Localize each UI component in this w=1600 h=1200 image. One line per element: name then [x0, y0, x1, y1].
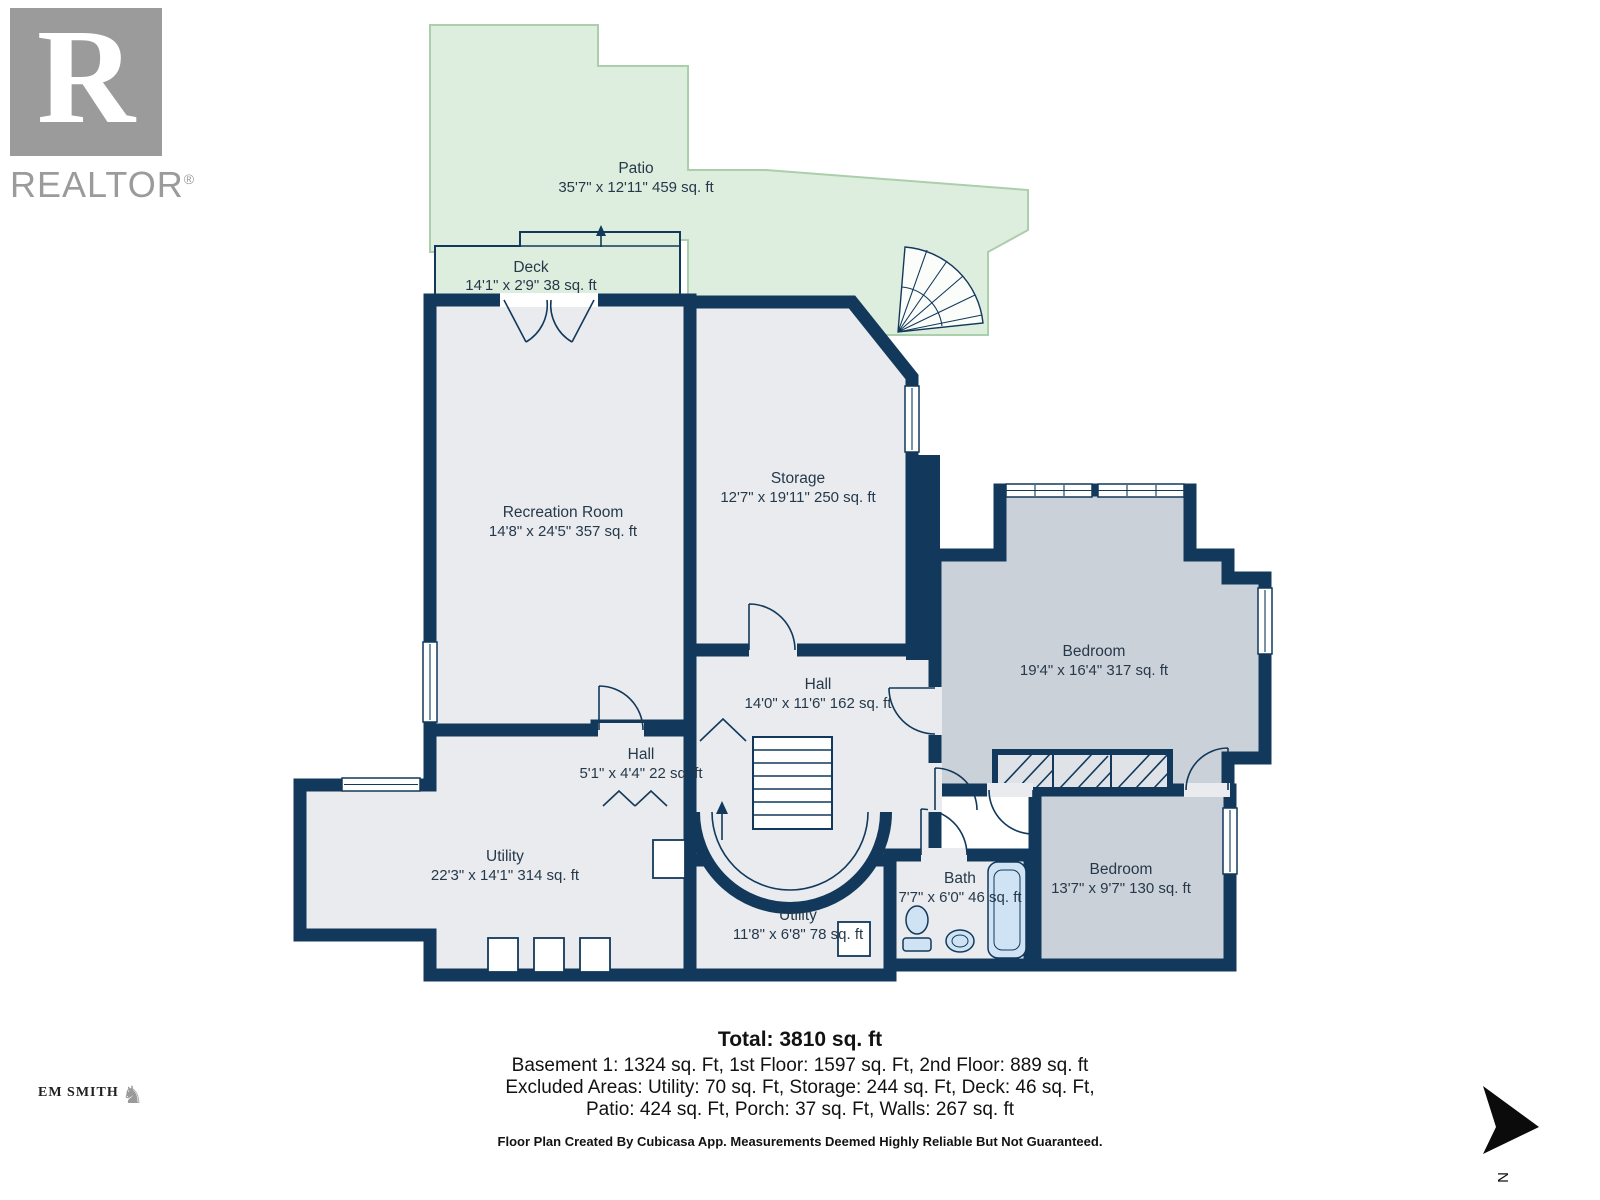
appliance-icon — [837, 921, 871, 957]
door-bedroom-small — [987, 783, 1034, 835]
stair-treads — [753, 749, 832, 816]
spiral-staircase-icon — [897, 246, 984, 333]
sink-icon — [945, 929, 975, 953]
window-utility-left — [341, 777, 421, 792]
water-heater-icon — [652, 839, 686, 879]
agent-logo: EM SMITH ♞ — [38, 1082, 144, 1107]
window-recreation-left — [422, 641, 438, 723]
staircase — [688, 736, 892, 914]
door-bedroom-main-corner — [1184, 747, 1230, 797]
door-storage — [748, 603, 797, 657]
summary-disclaimer: Floor Plan Created By Cubicasa App. Meas… — [497, 1134, 1103, 1149]
window-storage-right — [904, 385, 920, 453]
north-arrow-icon: N — [1483, 1086, 1539, 1183]
closet-doors-hall — [699, 717, 747, 742]
room-label-bath-name: Bath — [944, 870, 976, 887]
realtor-logo-letter: R — [36, 2, 136, 152]
window-bedroom-small-right — [1222, 807, 1238, 875]
room-label-hall-main-dims: 14'0" x 11'6" 162 sq. ft — [744, 695, 892, 712]
realtor-logo: R REALTOR® — [10, 8, 195, 206]
realtor-word-text: REALTOR — [10, 164, 184, 205]
room-label-bedroom-main-name: Bedroom — [1063, 643, 1126, 660]
room-bedroom-main-shape — [928, 483, 1272, 797]
window-bedroom-bay-right — [1097, 483, 1185, 498]
closet-doors-small-hall — [600, 789, 670, 813]
wall-filler — [906, 455, 940, 660]
deck-area — [434, 225, 681, 301]
room-label-hall-small-dims: 5'1" x 4'4" 22 sq. ft — [579, 765, 703, 782]
appliance-icon — [533, 937, 565, 973]
room-label-bedroom-small-dims: 13'7" x 9'7" 130 sq. ft — [1051, 880, 1192, 897]
summary-excluded-2: Patio: 424 sq. Ft, Porch: 37 sq. Ft, Wal… — [585, 1099, 1015, 1120]
room-label-utility-small-dims: 11'8" x 6'8" 78 sq. ft — [733, 926, 864, 943]
room-label-bath-dims: 7'7" x 6'0" 46 sq. ft — [898, 889, 1022, 906]
appliance-icon — [579, 937, 611, 973]
stair-run — [752, 736, 833, 830]
realtor-logo-box: R — [10, 8, 162, 156]
french-door-deck — [500, 293, 598, 343]
room-label-recreation-name: Recreation Room — [503, 504, 624, 521]
room-label-patio-name: Patio — [618, 160, 653, 177]
room-label-utility-main-name: Utility — [486, 848, 524, 865]
room-label-deck-name: Deck — [513, 259, 549, 276]
room-label-storage-dims: 12'7" x 19'11" 250 sq. ft — [720, 489, 876, 506]
room-label-patio-dims: 35'7" x 12'11" 459 sq. ft — [558, 179, 714, 196]
door-hall-corridor — [928, 763, 978, 812]
room-label-utility-main-dims: 22'3" x 14'1" 314 sq. ft — [431, 867, 580, 884]
room-label-storage-name: Storage — [771, 470, 825, 487]
agent-name: EM SMITH — [38, 1085, 119, 1101]
room-label-hall-small-name: Hall — [628, 746, 655, 763]
horse-icon: ♞ — [121, 1081, 145, 1109]
summary-total: Total: 3810 sq. ft — [717, 1028, 883, 1051]
room-label-recreation-dims: 14'8" x 24'5" 357 sq. ft — [489, 523, 638, 540]
bathtub-icon — [987, 861, 1027, 959]
north-label: N — [1494, 1172, 1511, 1183]
door-recreation — [598, 685, 644, 737]
summary-floors: Basement 1: 1324 sq. Ft, 1st Floor: 1597… — [511, 1055, 1089, 1076]
room-label-utility-small-name: Utility — [779, 907, 817, 924]
room-bedroom-small-shape — [1028, 783, 1237, 972]
toilet-icon — [902, 905, 932, 952]
realtor-wordmark: REALTOR® — [10, 164, 195, 206]
room-labels: Patio 35'7" x 12'11" 459 sq. ft Deck 14'… — [431, 160, 1192, 943]
door-bedroom-main — [888, 687, 942, 735]
fixtures — [487, 839, 1027, 973]
room-label-deck-dims: 14'1" x 2'9" 38 sq. ft — [465, 277, 597, 294]
doors — [500, 293, 1230, 862]
registered-mark: ® — [183, 171, 196, 187]
windows — [341, 385, 1273, 875]
area-summary: Total: 3810 sq. ft Basement 1: 1324 sq. … — [0, 1028, 1600, 1149]
room-label-bedroom-small-name: Bedroom — [1090, 861, 1153, 878]
curved-stair-wall — [688, 811, 892, 914]
appliance-icon — [487, 937, 519, 973]
window-bedroom-main-right — [1257, 587, 1273, 655]
summary-excluded-1: Excluded Areas: Utility: 70 sq. Ft, Stor… — [505, 1077, 1095, 1098]
room-label-bedroom-main-dims: 19'4" x 16'4" 317 sq. ft — [1020, 662, 1169, 679]
window-bedroom-bay-left — [1005, 483, 1093, 498]
room-label-hall-main-name: Hall — [805, 676, 832, 693]
